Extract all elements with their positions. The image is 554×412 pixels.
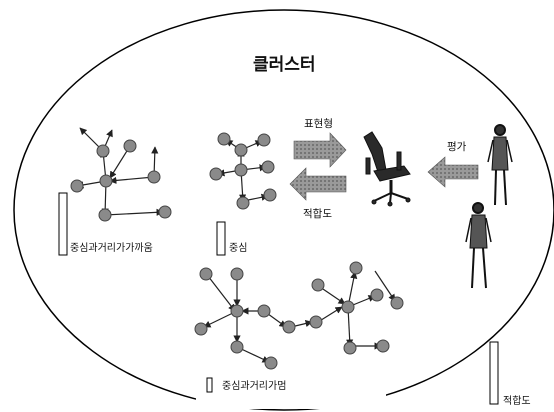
arrow-representation: [293, 132, 347, 168]
label-representation: 표현형: [304, 118, 333, 130]
graph-close-nodes: [70, 139, 172, 222]
graph-center-nodes: [209, 132, 277, 210]
fitness-bar-close: [58, 192, 68, 256]
label-center-close: 중심과거리가가까움: [70, 242, 153, 254]
chair-icon: [363, 131, 411, 207]
label-center-far: 중심과거리가멈: [222, 380, 286, 392]
arrow-fitness: [289, 167, 347, 201]
fitness-bar-right: [489, 341, 499, 405]
label-fitness-arrow: 적합도: [303, 208, 332, 220]
label-fitness-bar: 적합도: [503, 395, 531, 407]
graph-far-nodes: [194, 261, 404, 370]
label-evaluation: 평가: [447, 141, 467, 153]
cluster-boundary: [13, 9, 554, 411]
fitness-bar-center: [216, 221, 226, 256]
person-icon: [465, 202, 492, 289]
graph-close-to-center: [76, 127, 164, 216]
person-icon: [487, 124, 513, 206]
label-center: 중심: [229, 242, 247, 254]
diagram-title: 클러스터: [253, 55, 316, 75]
arrow-evaluation: [427, 156, 479, 188]
fitness-bar-far: [206, 377, 213, 393]
